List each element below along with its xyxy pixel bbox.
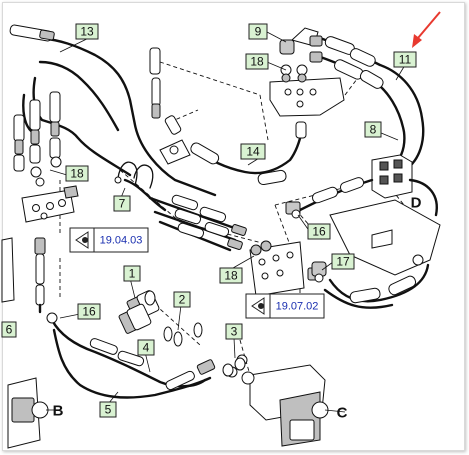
view-letter-b: B <box>53 403 64 420</box>
callout-5-label: 5 <box>105 403 112 417</box>
section-ref-19-04-03[interactable]: 19.04.03 <box>69 227 149 253</box>
callout-4: 4 <box>137 339 155 356</box>
hose-to-d <box>285 177 374 219</box>
callout-5: 5 <box>99 401 117 418</box>
callout-8-label: 8 <box>370 123 377 137</box>
center-top-fittings <box>149 47 191 165</box>
callout-8: 8 <box>364 121 382 138</box>
motor-b <box>1 237 60 449</box>
callout-16-right: 16 <box>307 223 331 240</box>
manifold-block-top <box>269 27 345 117</box>
center-hose-group <box>123 178 247 252</box>
fitting-17 <box>311 261 327 283</box>
section-ref-19-04-03-text: 19.04.03 <box>100 235 143 247</box>
callout-14-label: 14 <box>246 145 260 159</box>
fittings-3 <box>222 357 246 377</box>
callout-18-bottom: 18 <box>219 267 243 284</box>
section-ref-19-07-02[interactable]: 19.07.02 <box>245 293 325 319</box>
callout-9-label: 9 <box>255 25 262 39</box>
left-bracket-plate <box>21 185 79 223</box>
callout-13: 13 <box>75 23 99 40</box>
callout-4-label: 4 <box>143 341 150 355</box>
callout-17-label: 17 <box>336 255 350 269</box>
callout-13-label: 13 <box>80 25 94 39</box>
callout-1-label: 1 <box>129 267 136 281</box>
callout-2: 2 <box>173 291 191 308</box>
section-ref-19-07-02-text: 19.07.02 <box>276 301 319 313</box>
callout-7-label: 7 <box>119 197 126 211</box>
motor-c <box>226 354 346 447</box>
highlight-arrow <box>412 11 441 48</box>
callout-18-left: 18 <box>65 165 89 182</box>
callout-7: 7 <box>113 195 131 212</box>
eye-icon <box>82 237 88 243</box>
callout-3-label: 3 <box>231 325 238 339</box>
lower-bracket-plate <box>249 240 321 297</box>
callout-2-label: 2 <box>179 293 186 307</box>
view-letter-d: D <box>411 195 422 212</box>
callout-16-right-label: 16 <box>312 225 326 239</box>
hose-11-8 <box>309 35 425 172</box>
hose-left-vertical <box>34 237 216 399</box>
frame-border <box>2 2 465 451</box>
callout-1: 1 <box>123 265 141 282</box>
callout-18-bottom-label: 18 <box>224 269 238 283</box>
clip-7 <box>114 161 154 189</box>
left-column-fittings <box>13 91 62 187</box>
callout-16-left: 16 <box>77 303 101 320</box>
callout-18-top: 18 <box>245 53 269 70</box>
callout-18-left-label: 18 <box>70 167 84 181</box>
callout-16-left-label: 16 <box>82 305 96 319</box>
callout-9: 9 <box>248 23 268 40</box>
callout-18-top-label: 18 <box>250 55 264 69</box>
callout-14: 14 <box>240 143 266 160</box>
manifold-d <box>371 154 438 217</box>
callout-6: 6 <box>1 321 17 338</box>
hose-14 <box>190 121 307 186</box>
view-letter-c: C <box>337 405 348 422</box>
lower-right-assembly <box>323 199 441 309</box>
callout-6-label: 6 <box>6 323 13 337</box>
fittings-1-2 <box>118 290 203 347</box>
eye-icon <box>258 303 264 309</box>
callout-3: 3 <box>225 323 243 340</box>
callout-11-label: 11 <box>399 53 412 67</box>
callout-17: 17 <box>331 253 355 270</box>
callout-11: 11 <box>393 51 417 68</box>
